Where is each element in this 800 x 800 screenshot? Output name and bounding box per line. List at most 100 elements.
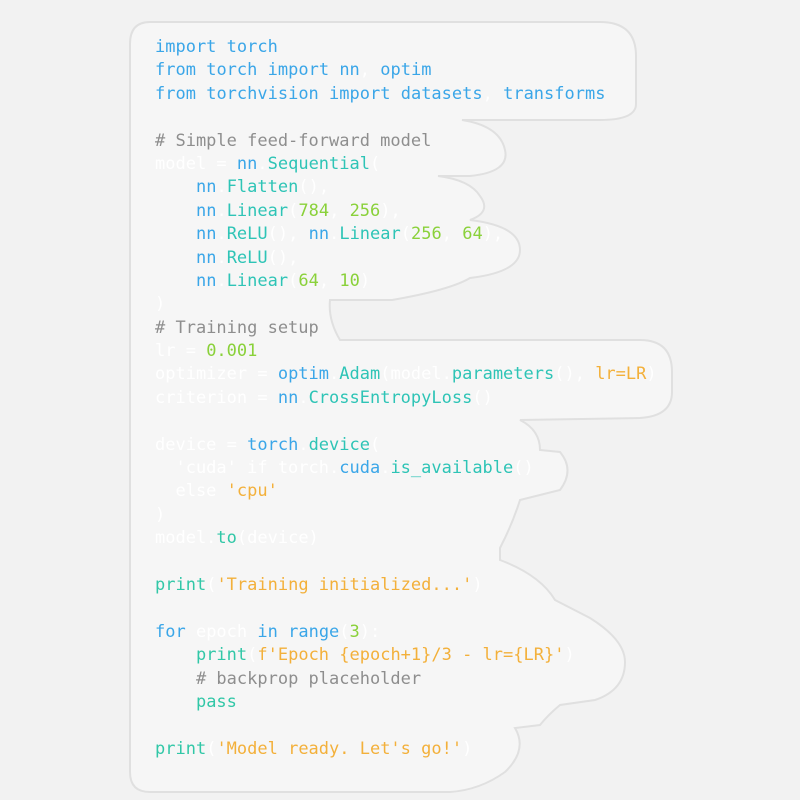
code-token: , — [359, 60, 381, 81]
code-token: ) — [462, 738, 473, 759]
code-token: Flatten — [226, 177, 299, 198]
code-line: nn.Flatten(), — [155, 176, 657, 199]
code-token: ) — [564, 645, 575, 666]
code-token: (model. — [380, 364, 452, 385]
code-line: import torch — [155, 36, 657, 59]
code-token — [257, 60, 267, 80]
code-token: Sequential — [267, 153, 370, 174]
code-token: nn — [195, 224, 217, 245]
code-token — [155, 201, 196, 221]
code-token: , — [318, 270, 340, 291]
code-line: ) — [155, 293, 657, 316]
code-token: f'Epoch {epoch+1}/3 - lr={LR}' — [257, 645, 565, 666]
code-token: ( — [206, 574, 217, 595]
code-line: nn.ReLU(), nn.Linear(256, 64), — [155, 223, 657, 246]
code-line: ) — [155, 504, 657, 527]
code-token: ), — [380, 200, 401, 221]
code-line: model.to(device) — [155, 527, 657, 550]
code-token: . — [216, 270, 227, 291]
code-token: parameters — [451, 364, 555, 385]
code-token — [319, 84, 329, 104]
code-token: . — [329, 224, 340, 245]
code-token: to — [216, 528, 237, 549]
code-token: # Training setup — [155, 317, 319, 338]
code-token: import — [267, 60, 330, 81]
code-line — [155, 410, 657, 433]
code-token: ( — [206, 738, 217, 759]
code-token: nn — [308, 224, 330, 245]
code-token: CrossEntropyLoss — [308, 387, 473, 408]
code-token: from — [155, 60, 196, 81]
code-token: pass — [195, 691, 237, 712]
code-token: model. — [155, 528, 217, 549]
code-token: criterion = — [155, 387, 278, 408]
code-token: import — [329, 83, 391, 104]
code-token — [329, 60, 339, 80]
code-token: (), — [298, 177, 330, 198]
code-token — [216, 37, 226, 57]
code-token: ): — [359, 621, 381, 642]
code-token: transforms — [503, 83, 606, 104]
code-token: model = — [155, 153, 237, 174]
code-token: 3 — [349, 621, 360, 642]
code-token — [155, 177, 196, 197]
code-line: nn.ReLU(), — [155, 247, 657, 270]
code-token: import — [155, 37, 217, 57]
code-token: . — [298, 434, 309, 455]
code-token: (), — [267, 247, 299, 268]
code-token: nn — [195, 247, 217, 268]
code-token: (), — [267, 224, 309, 245]
code-token: ) — [359, 270, 371, 291]
code-token: ( — [247, 645, 258, 666]
code-line: optimizer = optim.Adam(model.parameters(… — [155, 363, 657, 386]
code-token — [196, 84, 206, 104]
code-token: 'Model ready. Let's go!' — [216, 738, 463, 759]
code-token: torch — [226, 37, 278, 57]
code-token: 256 — [349, 200, 381, 221]
code-token: . — [380, 458, 391, 479]
code-token: ) — [155, 294, 166, 315]
code-token: . — [216, 224, 227, 245]
code-line: model = nn.Sequential( — [155, 153, 657, 176]
code-token: nn — [195, 270, 217, 291]
code-line: nn.Linear(784, 256), — [155, 200, 657, 223]
code-line — [155, 597, 657, 620]
code-token — [155, 248, 196, 268]
code-token: ReLU — [226, 247, 268, 268]
code-token: () — [513, 458, 534, 479]
code-token: ) — [646, 364, 657, 385]
code-token — [155, 224, 196, 244]
code-token: ( — [339, 621, 350, 642]
code-token: ( — [288, 200, 299, 221]
code-token: 10 — [339, 270, 360, 291]
code-line: 'cuda' if torch.cuda.is_available() — [155, 457, 657, 480]
code-token: ( — [288, 270, 299, 291]
code-token: else — [155, 481, 227, 502]
code-token: , — [482, 83, 504, 104]
code-token: () — [472, 387, 493, 408]
code-token: (), — [554, 364, 596, 385]
code-token: . — [329, 364, 340, 385]
code-token: nn — [236, 153, 258, 174]
code-token: 'cuda' if torch. — [155, 458, 340, 479]
code-token: optimizer = — [155, 364, 278, 385]
code-line: for epoch in range(3): — [155, 621, 657, 644]
code-token: device = — [155, 434, 248, 455]
code-line: print(f'Epoch {epoch+1}/3 - lr={LR}') — [155, 644, 657, 667]
code-token: ) — [472, 574, 483, 595]
code-token: Linear — [226, 270, 289, 291]
code-token: ( — [400, 224, 411, 245]
code-line — [155, 106, 657, 129]
code-token: 'cpu' — [226, 481, 278, 502]
code-token: Linear — [226, 200, 289, 221]
code-token: print — [155, 738, 207, 759]
code-line: print('Model ready. Let's go!') — [155, 738, 657, 761]
code-token: Adam — [339, 364, 381, 385]
code-token: Linear — [339, 224, 401, 245]
code-token: torch — [206, 60, 258, 81]
code-token — [155, 669, 196, 689]
code-line: nn.Linear(64, 10) — [155, 270, 657, 293]
code-token: torchvision — [206, 83, 319, 104]
code-line: from torch import nn, optim — [155, 59, 657, 82]
